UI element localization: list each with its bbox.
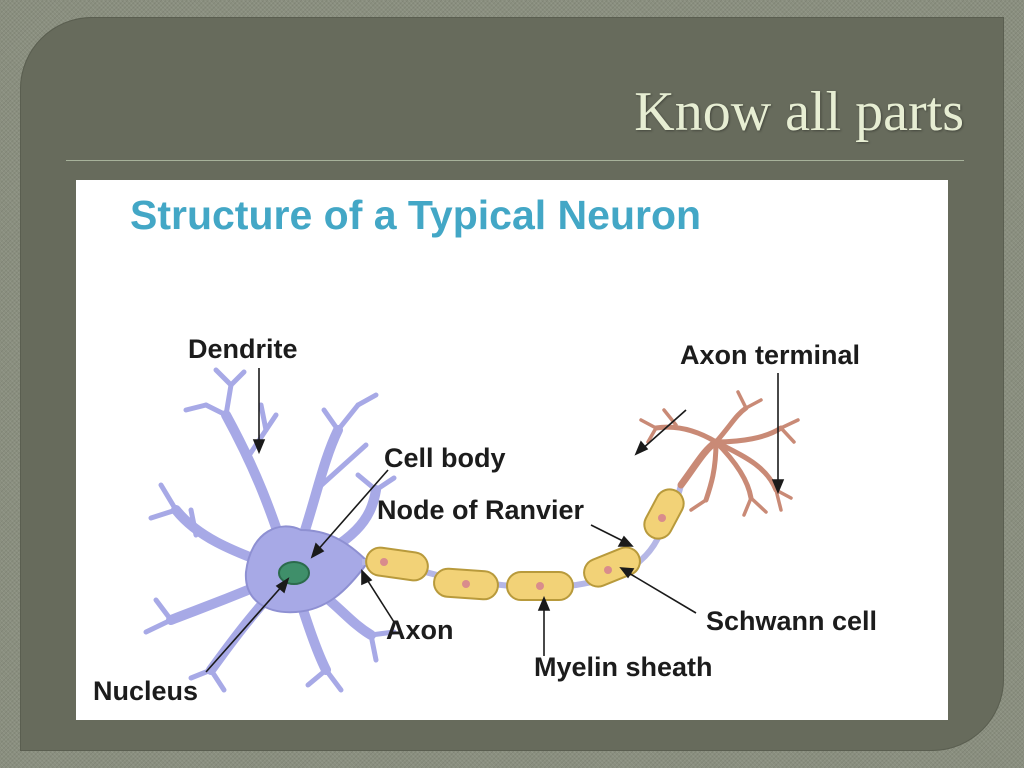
label-myelin-sheath: Myelin sheath: [534, 652, 713, 682]
label-axon-terminal: Axon terminal: [680, 340, 861, 370]
axon-terminal-branches: [639, 390, 800, 517]
schwann-nuclei: [380, 514, 666, 590]
leader-lines: [205, 368, 785, 673]
diagram-title: Structure of a Typical Neuron: [130, 192, 702, 238]
label-axon: Axon: [386, 615, 454, 645]
neuron-diagram: Structure of a Typical Neuron Dendrite A…: [76, 180, 948, 720]
neuron-illustration: [143, 367, 800, 693]
label-dendrite: Dendrite: [188, 334, 298, 364]
label-nucleus: Nucleus: [93, 676, 199, 706]
label-node-of-ranvier: Node of Ranvier: [377, 495, 585, 525]
nucleus-shape: [278, 561, 310, 585]
label-cell-body: Cell body: [384, 443, 506, 473]
slide-title: Know all parts: [634, 81, 964, 143]
title-divider: [66, 160, 964, 161]
label-schwann-cell: Schwann cell: [706, 606, 878, 636]
